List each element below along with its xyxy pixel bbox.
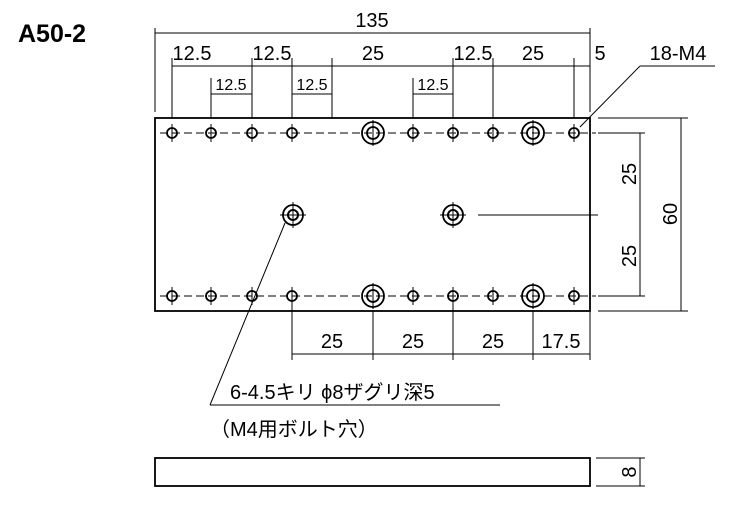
plate-side-view <box>154 457 591 487</box>
counterbore-callout-line1: 6-4.5キリ ϕ8ザグリ深5 <box>230 381 435 404</box>
tapped-hole-callout: 18-M4 <box>650 43 707 65</box>
thickness-dimension-lines <box>596 457 645 487</box>
counterbore-leader <box>209 222 500 406</box>
dim-right-lower: 25 <box>619 245 641 267</box>
dim-right-upper: 25 <box>619 163 641 185</box>
dim-bottom-4: 17.5 <box>542 331 581 353</box>
dim-bottom-3: 25 <box>482 331 504 353</box>
hole-cross-marks <box>171 120 575 309</box>
dim-height: 60 <box>660 203 682 225</box>
dim-overall-width: 135 <box>355 10 388 32</box>
right-dimension-lines <box>598 117 688 312</box>
dim-bottom-2: 25 <box>402 331 424 353</box>
dim-top-6: 5 <box>594 43 605 65</box>
dim-inner-2: 12.5 <box>296 77 327 94</box>
dim-top-3: 25 <box>362 43 384 65</box>
dim-thickness: 8 <box>619 466 641 477</box>
counterbored-holes <box>282 121 545 308</box>
bottom-dimension-lines <box>291 300 591 360</box>
top-dimension-lines <box>154 28 591 118</box>
dim-top-1: 12.5 <box>173 43 212 65</box>
dim-top-2: 12.5 <box>253 43 292 65</box>
dim-top-5: 25 <box>522 43 544 65</box>
counterbore-callout-line2: （M4用ボルト穴） <box>210 418 378 441</box>
dim-inner-3: 12.5 <box>417 77 448 94</box>
dim-bottom-1: 25 <box>321 331 343 353</box>
dim-inner-1: 12.5 <box>215 77 246 94</box>
dim-top-4: 12.5 <box>454 43 493 65</box>
tapped-holes-middle-row <box>287 209 459 221</box>
model-label: A50-2 <box>18 20 86 48</box>
tapped-hole-leader <box>579 65 715 128</box>
